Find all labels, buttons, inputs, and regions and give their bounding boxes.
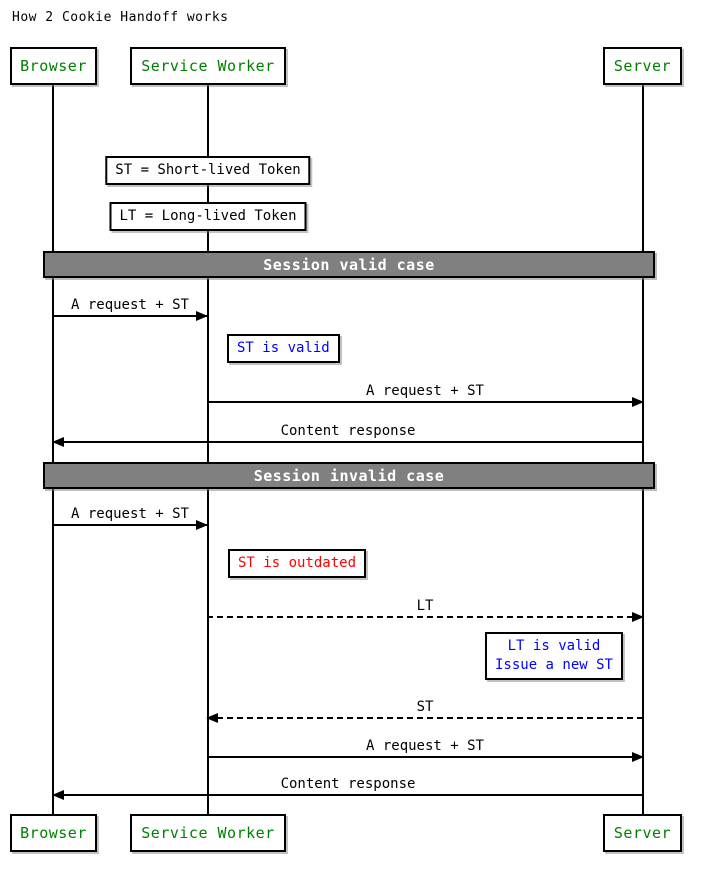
message-st-server-to-sw: ST — [206, 699, 643, 723]
actor-label: Service Worker — [141, 57, 275, 75]
note-st-is-outdated: ST is outdated — [228, 549, 367, 578]
message-lt-sw-to-server: LT — [207, 598, 644, 622]
arrowhead-right-icon — [632, 397, 644, 407]
message-browser-to-sw: A request + ST — [53, 506, 208, 530]
message-label: Content response — [280, 423, 416, 439]
note-lt-is-valid: LT is valid Issue a new ST — [484, 632, 623, 680]
message-label: A request + ST — [365, 738, 484, 754]
actor-top-browser: Browser — [10, 47, 97, 85]
message-browser-to-sw: A request + ST — [53, 297, 208, 321]
arrowhead-left-icon — [206, 713, 218, 723]
actor-top-service-worker: Service Worker — [130, 47, 286, 85]
actor-bottom-browser: Browser — [10, 814, 97, 852]
arrowhead-right-icon — [196, 520, 208, 530]
diagram-title: How 2 Cookie Handoff works — [12, 10, 229, 25]
arrowhead-left-icon — [52, 790, 64, 800]
message-sw-to-server: A request + ST — [207, 738, 644, 762]
message-label: A request + ST — [70, 506, 189, 522]
section-band-valid: Session valid case — [43, 251, 655, 278]
note-line-1: LT is valid — [507, 638, 601, 654]
actor-label: Server — [613, 824, 672, 842]
message-label: Content response — [280, 776, 416, 792]
arrowhead-left-icon — [52, 437, 64, 447]
lifeline-service-worker — [207, 85, 209, 815]
message-sw-to-server: A request + ST — [207, 383, 644, 407]
message-label: ST — [416, 699, 434, 715]
lifeline-server — [642, 85, 644, 815]
message-label: LT — [416, 598, 434, 614]
actor-bottom-service-worker: Service Worker — [130, 814, 286, 852]
arrowhead-right-icon — [632, 612, 644, 622]
actor-label: Service Worker — [141, 824, 275, 842]
message-label: A request + ST — [70, 297, 189, 313]
lifeline-browser — [52, 85, 54, 815]
actor-label: Browser — [20, 57, 87, 75]
arrowhead-right-icon — [632, 752, 644, 762]
note-lt-definition: LT = Long-lived Token — [109, 202, 307, 231]
message-label: A request + ST — [365, 383, 484, 399]
note-st-is-valid: ST is valid — [227, 334, 340, 363]
note-line-2: Issue a new ST — [494, 657, 613, 673]
actor-bottom-server: Server — [603, 814, 682, 852]
message-server-to-browser: Content response — [52, 776, 643, 800]
message-server-to-browser: Content response — [52, 423, 643, 447]
section-band-invalid: Session invalid case — [43, 462, 655, 489]
note-st-definition: ST = Short-lived Token — [105, 156, 311, 185]
actor-label: Server — [613, 57, 672, 75]
actor-label: Browser — [20, 824, 87, 842]
arrowhead-right-icon — [196, 311, 208, 321]
actor-top-server: Server — [603, 47, 682, 85]
